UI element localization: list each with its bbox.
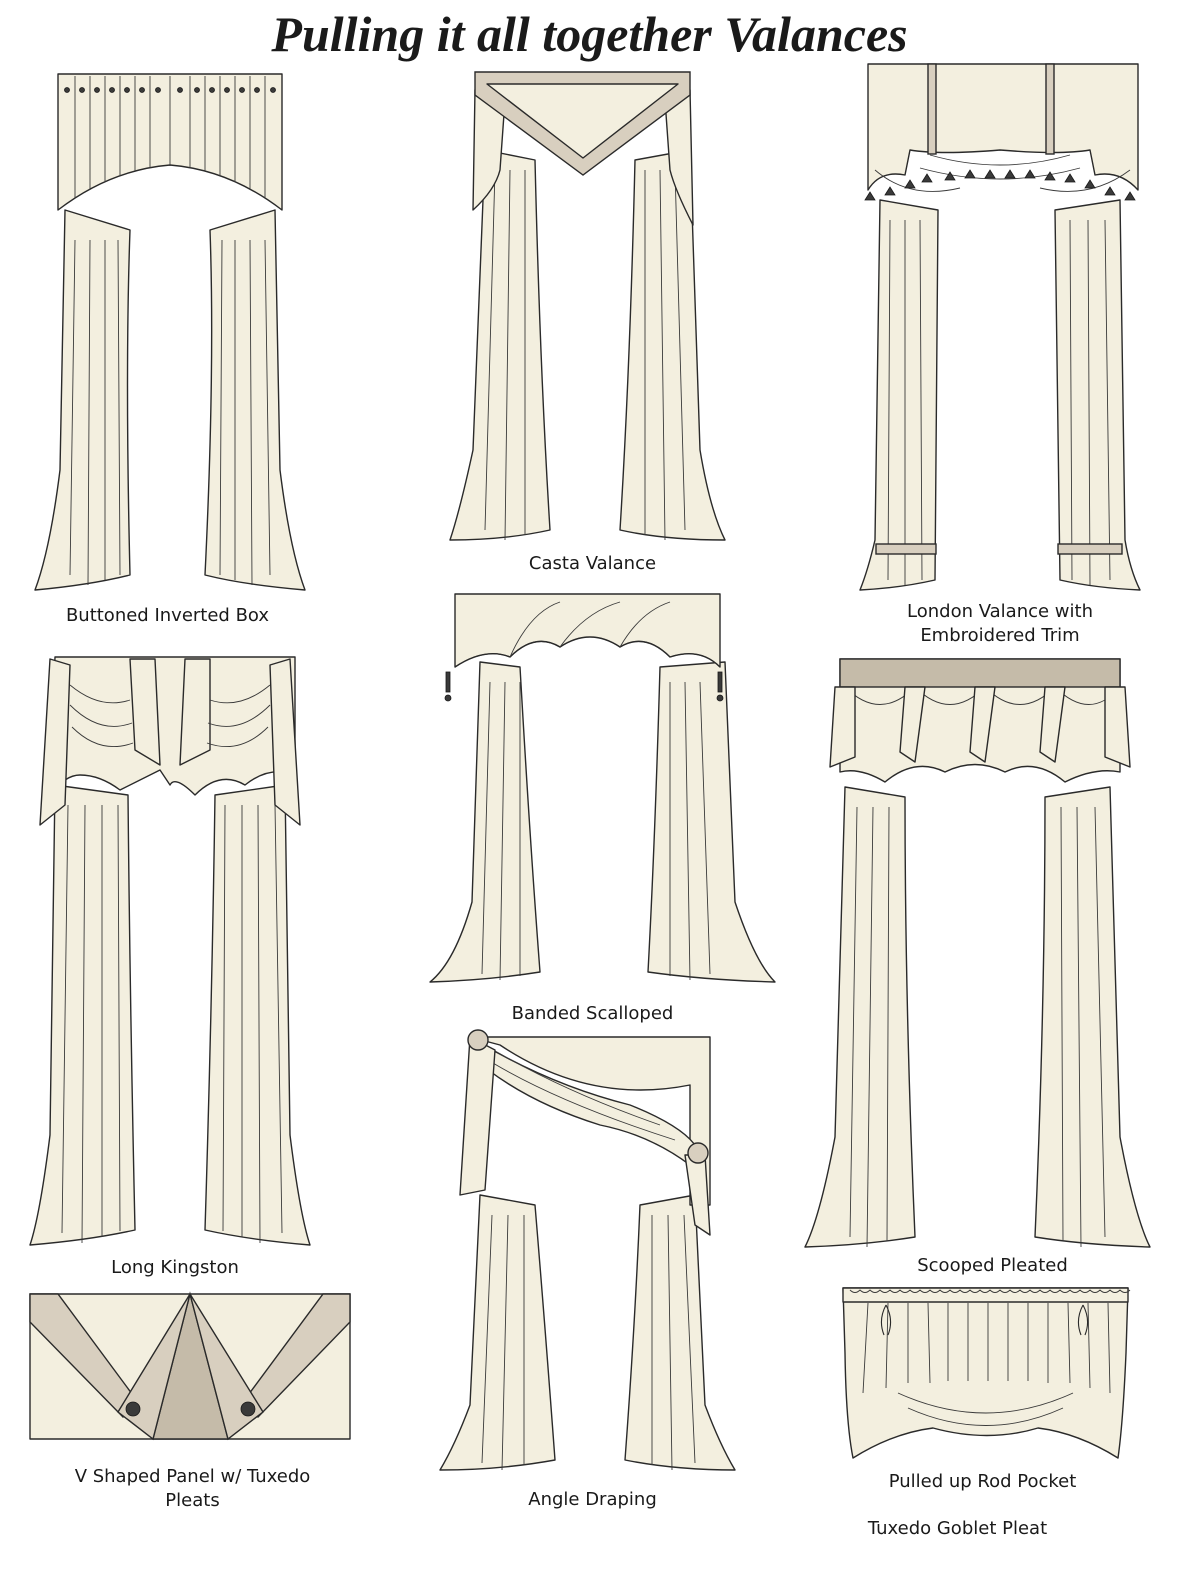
caption-london-valance-line2: Embroidered Trim [920,625,1080,646]
caption-tuxedo-goblet-pleat: Tuxedo Goblet Pleat [867,1518,1048,1539]
banded-scalloped-illustration [429,593,776,983]
london-valance-illustration [859,63,1141,591]
v-shaped-panel-illustration [29,1291,351,1441]
caption-pulled-up-rod-pocket: Pulled up Rod Pocket [888,1471,1077,1492]
pulled-up-rod-pocket-illustration [842,1287,1131,1459]
caption-scooped-pleated: Scooped Pleated [917,1255,1068,1276]
caption-buttoned-inverted-box: Buttoned Inverted Box [65,605,270,626]
caption-casta-valance: Casta Valance [528,553,657,574]
long-kingston-illustration [29,656,311,1246]
angle-draping-illustration [439,1029,736,1471]
caption-angle-draping: Angle Draping [528,1489,657,1510]
caption-banded-scalloped: Banded Scalloped [511,1003,674,1024]
caption-long-kingston: Long Kingston [111,1257,239,1278]
buttoned-inverted-box-illustration [34,73,306,591]
caption-v-shaped-line1: V Shaped Panel w/ Tuxedo [74,1466,311,1487]
page-title: Pulling it all together Valances [271,6,908,62]
caption-london-valance-line1: London Valance with [907,601,1093,622]
caption-v-shaped-line2: Pleats [165,1490,220,1511]
scooped-pleated-illustration [804,658,1151,1248]
casta-valance-illustration [449,71,726,541]
